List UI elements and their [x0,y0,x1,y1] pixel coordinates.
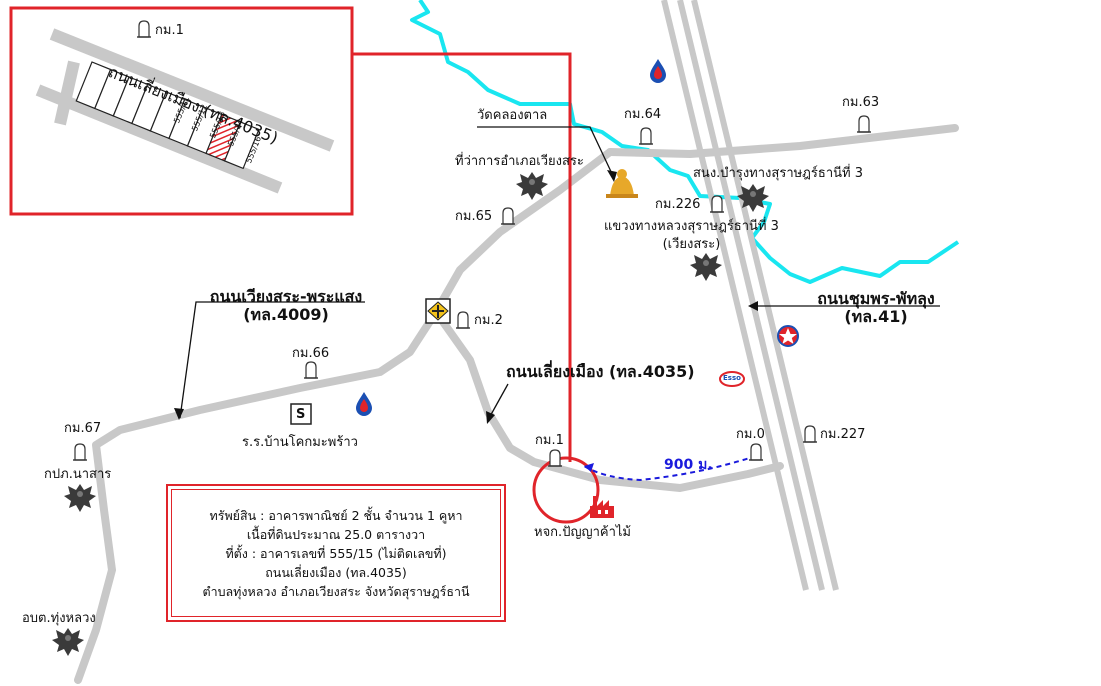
km-label: กม.227 [820,427,866,442]
info-line: ถนนเลี่ยงเมือง (ทล.4035) [265,564,407,580]
inset-plots [75,61,260,170]
district-office-label: ที่ว่าการอำเภอเวียงสระ [455,154,584,169]
pao-label: กปภ.นาสาร [44,467,112,482]
km-label: กม.2 [474,313,503,328]
inset-roads [35,28,335,194]
km-label: กม.66 [292,346,330,361]
locator-line [352,52,572,462]
tambon-label: อบต.ทุ่งหลวง [22,611,96,626]
km-label: กม.0 [736,427,765,442]
km-label: กม.67 [64,421,102,436]
temple-label: วัดคลองตาล [477,108,548,123]
km-label: กม.63 [842,95,880,110]
km-label: กม.64 [624,107,662,122]
river [410,0,960,284]
km-label: กม.226 [655,197,701,212]
esso-label: Esso [723,374,741,382]
road-4009-label: ถนนเวียงสระ-พระแสง (ทล.4009) [209,287,363,324]
km-label: กม.65 [455,209,493,224]
road-41-label: ถนนชุมพร-พัทลุง (ทล.41) [817,289,935,326]
factory-icon [590,496,614,518]
road-network [74,124,959,684]
caltex-icon [777,325,799,347]
school-symbol: S [296,407,306,422]
school-label: ร.ร.บ้านโคกมะพร้าว [242,435,358,450]
info-line: เนื้อที่ดินประมาณ 25.0 ตารางวา [246,526,426,542]
road-4035-label: ถนนเลี่ยงเมือง (ทล.4035) [506,362,695,381]
highway-41 [661,0,839,591]
buddha-icon [606,169,638,198]
info-line: ที่ตั้ง : อาคารเลขที่ 555/15 (ไม่ติดเลขท… [225,545,447,561]
junction-sign [425,298,451,324]
timber-shop-label: หจก.ปัญญาค้าไม้ [534,525,631,540]
info-line: ทรัพย์สิน : อาคารพาณิชย์ 2 ชั้น จำนวน 1 … [209,507,463,523]
distance-label: 900 ม. [664,457,713,473]
info-line: ตำบลทุ่งหลวง อำเภอเวียงสระ จังหวัดสุราษฎ… [202,583,470,599]
inset-km1-label: กม.1 [155,23,184,38]
property-info-box: ทรัพย์สิน : อาคารพาณิชย์ 2 ชั้น จำนวน 1 … [166,484,506,622]
highway-maint-label: สนง.บำรุงทางสุราษฎร์ธานีที่ 3 [693,166,863,181]
highway-district-label: แขวงทางหลวงสุราษฎร์ธานีที่ 3 (เวียงสระ) [604,219,779,252]
site-circle [532,456,600,524]
km-label: กม.1 [535,433,564,448]
distance-line [583,455,757,482]
